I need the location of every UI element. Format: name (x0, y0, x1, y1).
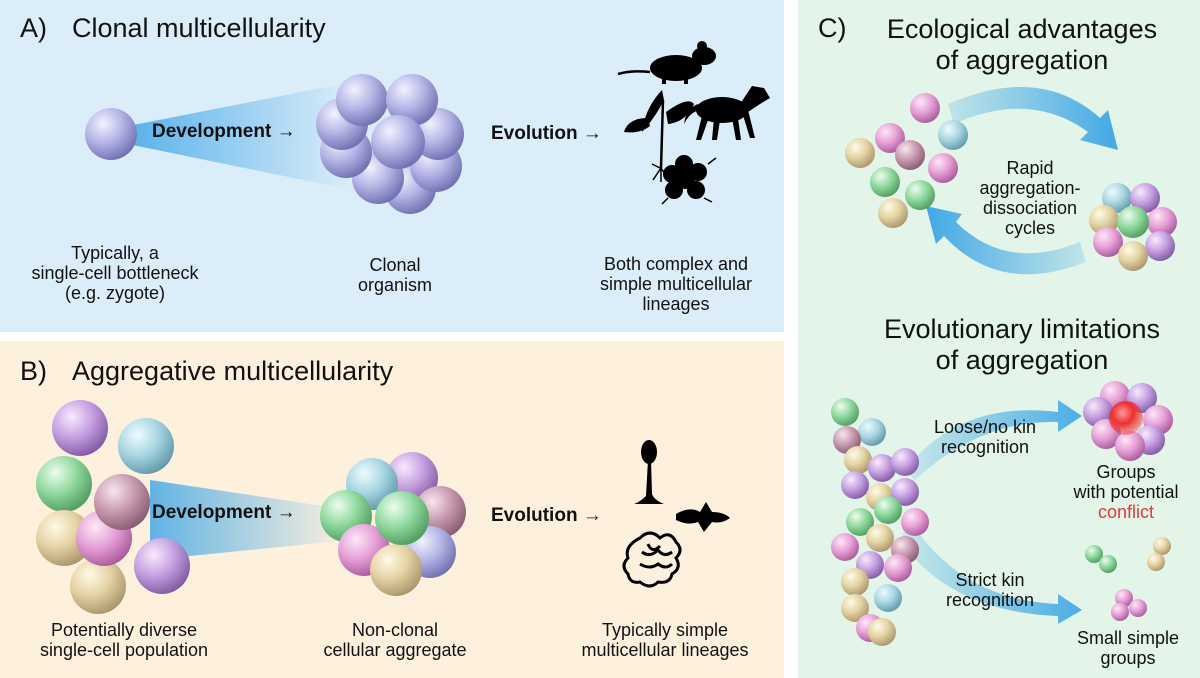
title-line: of aggregation (935, 345, 1109, 375)
label-line: cycles (1004, 218, 1055, 238)
strict-kin-recognition-label: Strict kin recognition (930, 570, 1050, 610)
caption-line: Potentially diverse (50, 620, 198, 640)
mixed-cell-population (831, 398, 929, 646)
caption-complex-and-simple-lineages: Both complex and simple multicellular li… (576, 254, 776, 314)
caption-line: Clonal (369, 255, 421, 275)
label-line: recognition (945, 590, 1035, 610)
slug-icon (676, 502, 730, 532)
panel-a-title-text: Clonal multicellularity (72, 13, 326, 43)
cycle-arrow-bottom (926, 206, 1086, 275)
panel-a-letter: A) (20, 13, 47, 43)
groups-conflict-label: Groups with potential conflict (1060, 462, 1192, 522)
development-arrow-b: → (276, 502, 296, 523)
label-line: groups (1100, 648, 1156, 668)
panel-b-title-text: Aggregative multicellularity (72, 356, 394, 386)
development-cone-a (118, 82, 352, 190)
caption-line: simple multicellular (599, 274, 753, 294)
small-simple-groups-label: Small simple groups (1058, 628, 1198, 668)
evolution-text-b: Evolution (491, 505, 578, 526)
label-line: Rapid (1006, 158, 1054, 178)
caption-line: cellular aggregate (323, 640, 467, 660)
caption-line: single-cell population (39, 640, 209, 660)
caption-line: (e.g. zygote) (64, 283, 166, 303)
caption-line: organism (357, 275, 433, 295)
non-clonal-aggregate-cluster (320, 452, 466, 596)
caption-line: single-cell bottleneck (31, 263, 199, 283)
title-line: Ecological advantages (886, 14, 1158, 44)
conflict-group-cluster (1083, 381, 1173, 461)
development-text-b: Development (152, 502, 272, 523)
caption-line: Both complex and (603, 254, 749, 274)
label-line: dissociation (982, 198, 1078, 218)
plant-silhouette-icon (624, 90, 694, 182)
dissociated-cells (845, 93, 968, 228)
caption-non-clonal-aggregate: Non-clonal cellular aggregate (300, 620, 490, 660)
development-label-b: Development → (152, 502, 296, 524)
dog-silhouette-icon (684, 86, 770, 140)
evolution-label-b: Evolution → (491, 505, 602, 527)
evolution-label-a: Evolution → (491, 123, 602, 145)
loose-kin-recognition-label: Loose/no kin recognition (920, 417, 1050, 457)
label-line: recognition (940, 437, 1030, 457)
development-cone-b (150, 480, 350, 560)
evolution-arrow-b: → (582, 505, 602, 526)
caption-line: lineages (642, 294, 710, 314)
caption-single-cell-bottleneck: Typically, a single-cell bottleneck (e.g… (20, 243, 210, 303)
label-line: Loose/no kin (933, 417, 1037, 437)
evolution-arrow-a: → (582, 123, 602, 144)
conflict-word: conflict (1097, 502, 1155, 522)
zygote-cell (85, 108, 137, 160)
evolution-text-a: Evolution (491, 123, 578, 144)
development-text-a: Development (152, 121, 272, 142)
sorocarp-mass-icon (622, 531, 682, 588)
caption-clonal-organism: Clonal organism (330, 255, 460, 295)
caption-simple-lineages: Typically simple multicellular lineages (560, 620, 770, 660)
label-line: Small simple (1076, 628, 1180, 648)
development-arrow-a: → (276, 121, 296, 142)
panel-b-letter: B) (20, 356, 47, 386)
caption-line: Typically, a (71, 243, 159, 263)
evolutionary-limitations-title: Evolutionary limitations of aggregation (850, 314, 1194, 376)
mouse-silhouette-icon (617, 41, 716, 84)
caption-line: multicellular lineages (581, 640, 749, 660)
title-line: of aggregation (935, 45, 1109, 75)
label-line: aggregation- (979, 178, 1081, 198)
panel-b-title: B) Aggregative multicellularity (20, 356, 393, 387)
development-label-a: Development → (152, 121, 296, 143)
small-simple-groups (1085, 537, 1171, 621)
title-line: Evolutionary limitations (883, 314, 1161, 344)
cycle-arrow-top (948, 86, 1118, 150)
ecological-advantages-title: Ecological advantages of aggregation (858, 14, 1186, 76)
strict-kin-cone (900, 520, 1082, 624)
loose-kin-cone (905, 400, 1082, 480)
cycle-label: Rapid aggregation- dissociation cycles (960, 158, 1100, 238)
fruiting-body-icon (634, 440, 664, 504)
label-line: Groups (1096, 462, 1156, 482)
diverse-cell-population (36, 400, 190, 614)
volvox-silhouette-icon (651, 155, 717, 205)
caption-diverse-population: Potentially diverse single-cell populati… (20, 620, 228, 660)
panel-c-letter: C) (818, 13, 847, 43)
aggregated-cluster-top (1089, 183, 1177, 271)
clonal-organism-cluster (316, 74, 464, 214)
caption-line: Typically simple (601, 620, 729, 640)
panel-a-title: A) Clonal multicellularity (20, 13, 326, 44)
label-line: with potential (1073, 482, 1179, 502)
caption-line: Non-clonal (351, 620, 439, 640)
label-line: Strict kin (955, 570, 1025, 590)
